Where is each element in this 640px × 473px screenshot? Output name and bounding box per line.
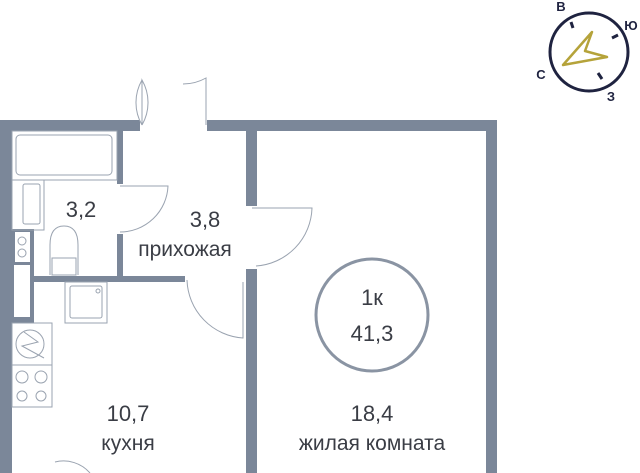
compass-arrow-icon [561,30,609,67]
compass-east: В [556,0,565,14]
wall-room-lower [246,269,257,473]
entry-door-left [141,78,149,126]
walls [0,120,497,473]
wall-right [486,120,497,473]
room-area-bathroom: 3,2 [66,197,97,222]
wall-bathroom-upper [117,131,123,184]
room-door [252,207,313,267]
wall-bathroom-lower [117,234,123,280]
room-area-hallway: 3,8 [190,207,221,232]
wall-left [0,120,12,473]
wall-kitchen-top [34,276,185,282]
kitchen-sink [64,281,108,324]
compass-north: С [536,67,546,82]
sink [11,179,45,231]
bathroom-door [119,185,169,233]
compass: В Ю С З [536,0,637,104]
compass-west: З [607,89,615,104]
kitchen-door [186,279,244,339]
room-name-living: жилая комната [299,432,446,455]
entry-door-right [182,77,207,125]
kitchen-balcony-door [54,460,91,473]
compass-south: Ю [624,18,637,33]
room-area-kitchen: 10,7 [107,401,150,426]
doors [54,77,313,473]
stove [11,364,53,408]
room-name-kitchen: кухня [101,432,154,455]
room-name-hallway: прихожая [138,238,232,261]
room-area-living: 18,4 [351,401,394,426]
compass-ring [548,11,630,93]
wall-top-left [0,120,140,131]
bathtub [11,130,118,181]
wall-top-right [207,120,497,131]
apartment-type: 1к [361,285,383,310]
fixtures [11,130,118,408]
apartment-total-area: 41,3 [351,321,394,346]
wall-room-upper [246,131,257,206]
apartment-badge: 1к 41,3 [314,257,430,373]
toilet [49,225,79,275]
